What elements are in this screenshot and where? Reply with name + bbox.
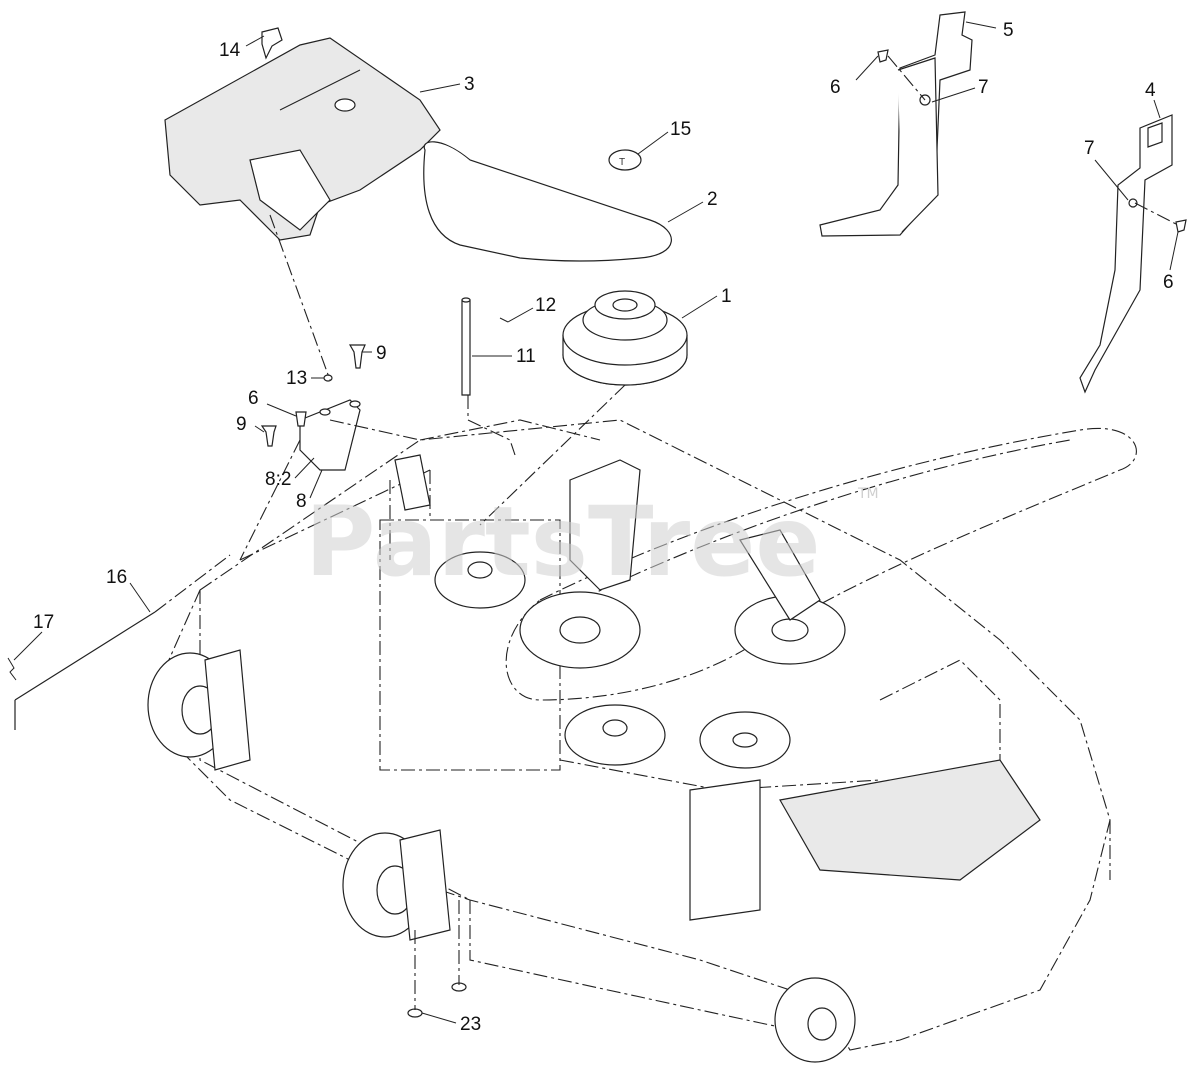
callout-8-2: 8:2 [265, 469, 291, 490]
nut-7b [1128, 198, 1138, 208]
mower-deck [159, 419, 1111, 1051]
watermark-text: PartsTree [305, 486, 820, 598]
callout-12: 12 [535, 295, 556, 316]
bolt-6c [1175, 219, 1187, 233]
callout-23: 23 [460, 1014, 481, 1035]
carriage-bolt-lower [260, 425, 277, 447]
watermark-trademark: TM [857, 486, 879, 502]
belt-cover [164, 37, 441, 241]
hairpin-clip [7, 657, 17, 681]
callout-7-right: 7 [978, 77, 989, 98]
flange-nuts [407, 982, 467, 1018]
callout-14: 14 [219, 40, 241, 61]
pin-6 [295, 411, 307, 427]
callout-13: 13 [286, 368, 307, 389]
bolt-6b [877, 49, 889, 63]
nut-13 [323, 374, 333, 382]
pto-clutch-pulley [562, 290, 688, 386]
callout-6-right: 6 [830, 77, 841, 98]
pto-belt [423, 141, 672, 262]
callout-9-lower: 9 [236, 414, 247, 435]
callout-2: 2 [707, 189, 718, 210]
right-side-cover [779, 759, 1041, 881]
callout-15: 15 [670, 119, 691, 140]
callout-5: 5 [1003, 20, 1014, 41]
left-side-bracket [1079, 114, 1187, 394]
callout-1: 1 [721, 286, 732, 307]
svg-text:T: T [619, 157, 625, 168]
bracket-assembly [299, 399, 361, 471]
callout-11: 11 [516, 346, 536, 367]
cover-clip [261, 27, 283, 60]
assembly-lines [154, 55, 1179, 1010]
callout-3: 3 [464, 74, 475, 95]
callout-leaders [13, 21, 1179, 1024]
gauge-wheels [147, 649, 856, 1063]
callout-16: 16 [106, 567, 127, 588]
callout-7-far-right: 7 [1084, 138, 1095, 159]
carriage-bolt-upper [348, 344, 366, 369]
deck-rod [461, 297, 471, 396]
callout-8: 8 [296, 491, 307, 512]
hardware-small [260, 344, 366, 447]
discharge-bracket [689, 779, 761, 921]
deck-hanger-bracket [394, 454, 431, 511]
watermark: PartsTree TM [305, 486, 879, 598]
callout-6-far-right: 6 [1163, 272, 1174, 293]
idler-arm [739, 529, 821, 621]
deck-brackets [394, 454, 1041, 921]
pto-cap: T [608, 149, 642, 171]
callout-6-left: 6 [248, 388, 259, 409]
callout-4: 4 [1145, 80, 1156, 101]
callout-9-upper: 9 [376, 343, 387, 364]
deck-lift-rod [14, 611, 156, 730]
belt-guide-bracket [569, 459, 641, 591]
right-side-bracket [819, 11, 973, 237]
deck-pulleys [434, 529, 846, 769]
rod-pin [499, 317, 509, 323]
callout-17: 17 [33, 612, 54, 633]
left-spindle-pulley [434, 551, 526, 609]
callout-labels: 14 3 15 2 1 12 11 9 13 6 9 8:2 8 16 17 2… [33, 20, 1174, 1035]
